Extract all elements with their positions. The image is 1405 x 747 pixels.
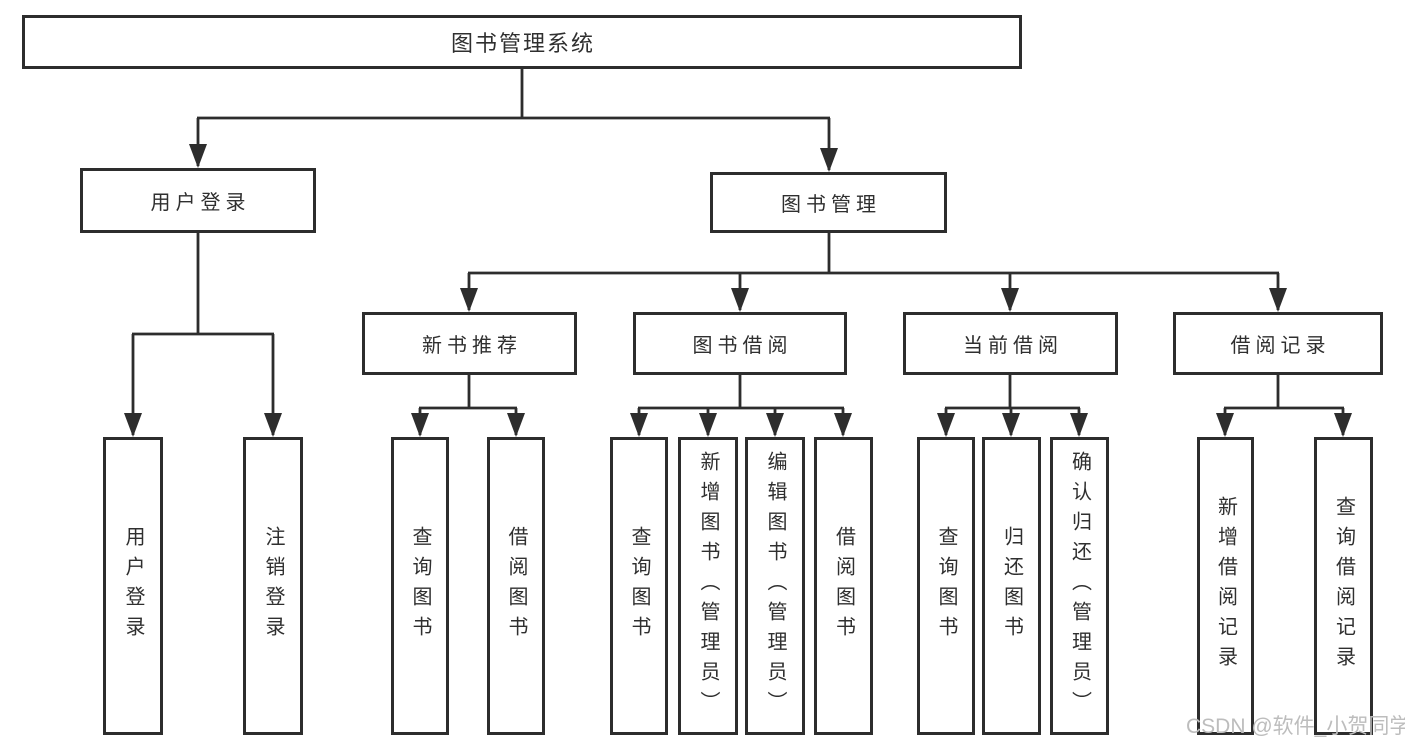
node-label: 注销登录 [262,526,284,646]
node-library-management-system: 图书管理系统 [22,15,1022,69]
node-label: 图书管理 [781,194,881,216]
node-logout: 注销登录 [243,437,303,735]
node-label: 用户登录 [150,192,251,214]
node-add-books-admin: 新增图书（管理员） [678,437,738,735]
node-label: 新增图书（管理员） [697,451,719,721]
node-label: 编辑图书（管理员） [764,451,786,721]
node-borrowing-records: 借阅记录 [1173,312,1383,375]
node-label: 新增借阅记录 [1214,496,1237,676]
node-add-borrow-record: 新增借阅记录 [1197,437,1254,735]
node-query-borrow-record: 查询借阅记录 [1314,437,1373,735]
node-user-login: 用户登录 [103,437,163,735]
node-label: 当前借阅 [963,335,1063,357]
node-current-borrowing: 当前借阅 [903,312,1118,375]
node-label: 查询图书 [935,526,957,646]
node-book-borrowing: 图书借阅 [633,312,847,375]
node-label: 归还图书 [1000,526,1023,646]
node-query-books-1: 查询图书 [391,437,449,735]
node-label: 借阅记录 [1230,335,1331,357]
node-borrow-books-2: 借阅图书 [814,437,873,735]
node-query-books-2: 查询图书 [610,437,668,735]
node-label: 新书推荐 [422,335,522,357]
node-label: 确认归还（管理员） [1068,451,1091,721]
csdn-watermark: CSDN @软件_小贺同学 [1186,715,1405,738]
node-label: 图书借阅 [692,335,793,357]
node-label: 查询图书 [409,526,431,646]
node-label: 查询图书 [628,526,650,646]
node-label: 查询借阅记录 [1332,496,1355,676]
node-confirm-return-admin: 确认归还（管理员） [1050,437,1109,735]
node-return-books: 归还图书 [982,437,1041,735]
node-borrow-books-1: 借阅图书 [487,437,545,735]
node-query-books-3: 查询图书 [917,437,975,735]
node-new-book-recommendation: 新书推荐 [362,312,577,375]
node-label: 借阅图书 [505,526,527,646]
node-label: 借阅图书 [832,526,855,646]
node-book-management: 图书管理 [710,172,947,233]
node-label: 用户登录 [122,526,144,646]
node-edit-books-admin: 编辑图书（管理员） [745,437,805,735]
node-label: 图书管理系统 [450,31,595,56]
node-user-login-group: 用户登录 [80,168,316,233]
